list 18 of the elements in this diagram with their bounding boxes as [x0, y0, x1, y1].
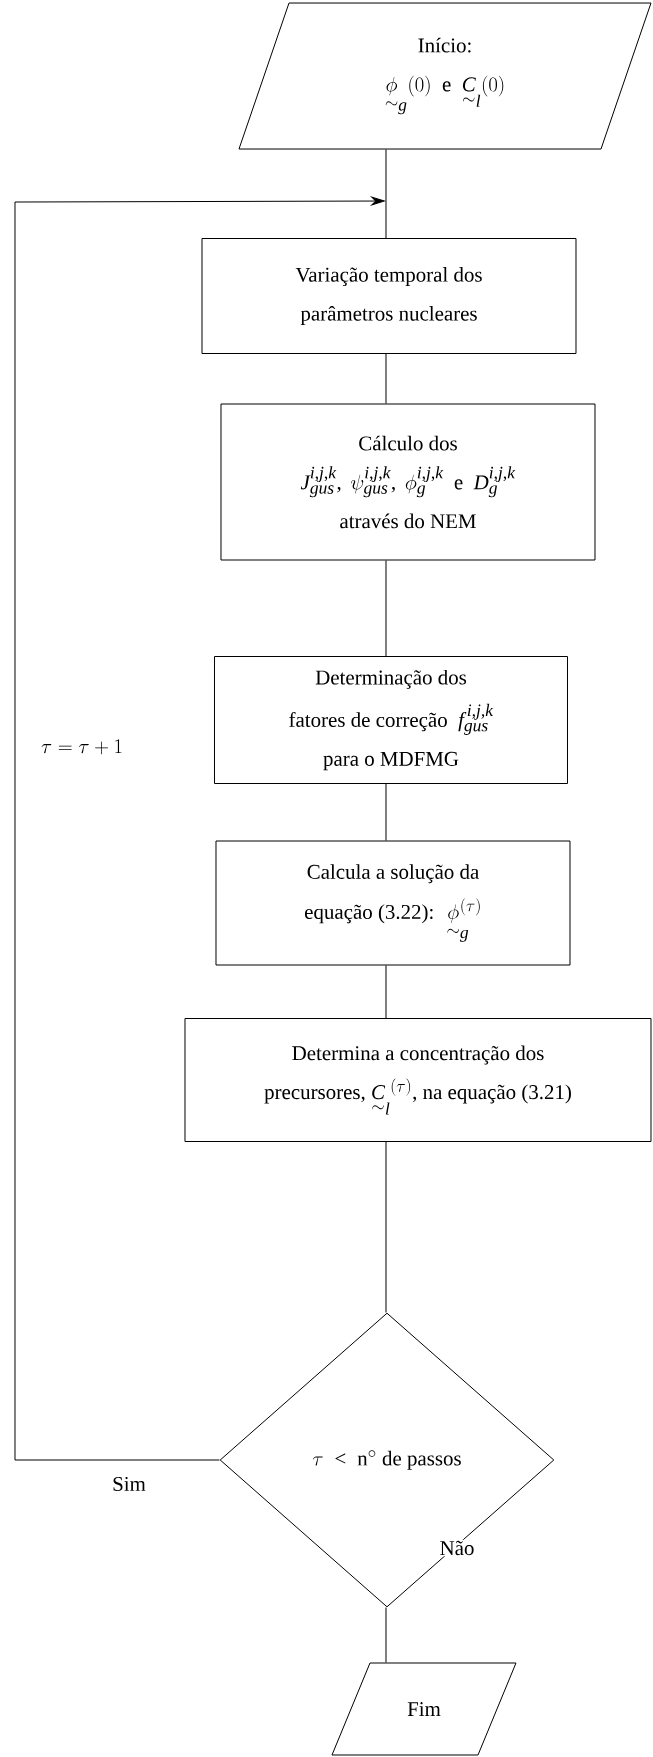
connector-line — [385, 783, 387, 841]
process-box: Determinação dos $\text{fatores de correção }\ f_{gus}^{\,i,j,k}$ para o MDFMG — [214, 656, 568, 784]
connector-line — [385, 149, 387, 239]
edge-label: Sim — [111, 1476, 147, 1493]
process-box: Determina a concentração dos $\text{precursores, }\underset{\sim}{C}_{l}^{\ (\tau)}\text{, na equação (3.21)}$ — [184, 1018, 652, 1142]
io-parallelogram: Fim — [331, 1662, 517, 1756]
loop-arrow — [14, 196, 385, 1461]
connector-line — [385, 965, 387, 1019]
connector-line — [385, 353, 387, 404]
connector-line — [385, 1141, 387, 1313]
connector-line — [385, 1607, 387, 1663]
connector-line — [385, 560, 387, 657]
process-box: Calcula a solução da $\text{equação (3.22): }\ \underset{\sim}{\phi}_{g}^{(\tau)}$ — [215, 840, 571, 966]
process-box: Variação temporal dos parâmetros nucleares — [201, 238, 577, 354]
process-box: Cálculo dos $J_{gus}^{i,j,k},\ \psi_{gus}^{i,j,k},\ \phi_{g}^{i,j,k}\ \text{ e }\ D_{g}^{i,j,k}$ através do NEM — [220, 403, 596, 561]
io-parallelogram: Início: $\underset{\sim}{\phi}_{g}(0)\ \text{ e }\ \underset{\sim}{C}_{l}(0)$ — [238, 2, 652, 150]
edge-label: Não — [438, 1539, 476, 1557]
counter-label: $\tau = \tau + 1$ — [41, 739, 122, 755]
